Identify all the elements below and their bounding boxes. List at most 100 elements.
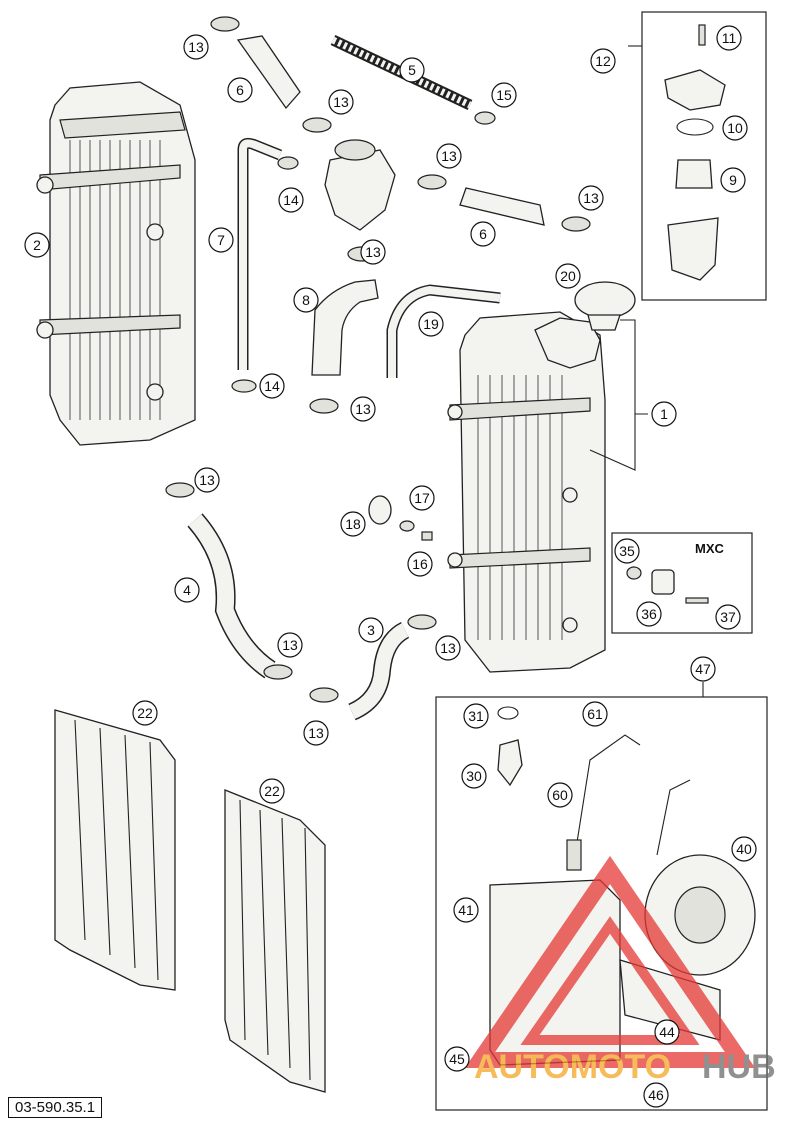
callout-19: 19 (418, 311, 444, 337)
radiator-left (36, 81, 196, 446)
watermark-text-1: AUTOMOTO (474, 1048, 671, 1086)
callout-8: 8 (293, 287, 319, 313)
callout-4: 4 (174, 577, 200, 603)
svg-text:1: 1 (660, 406, 668, 422)
callout-36: 36 (636, 601, 662, 627)
callout-13b: 13 (328, 89, 354, 115)
callout-13d: 13 (578, 185, 604, 211)
svg-text:37: 37 (720, 609, 736, 625)
radiator-right (447, 311, 606, 673)
svg-text:5: 5 (408, 62, 416, 78)
svg-text:60: 60 (552, 787, 568, 803)
callout-31: 31 (463, 703, 489, 729)
svg-text:44: 44 (659, 1024, 675, 1040)
svg-text:13: 13 (583, 190, 599, 206)
callout-13a: 13 (183, 34, 209, 60)
radiator-cap (574, 281, 636, 331)
watermark-text-2: HUB (702, 1048, 776, 1086)
callout-13i: 13 (435, 635, 461, 661)
svg-text:13: 13 (355, 401, 371, 417)
svg-text:13: 13 (441, 148, 457, 164)
callout-13j: 13 (303, 720, 329, 746)
svg-text:30: 30 (466, 768, 482, 784)
mxc-parts: MXC (611, 532, 753, 634)
svg-text:13: 13 (308, 725, 324, 741)
svg-text:46: 46 (648, 1087, 664, 1103)
svg-text:22: 22 (137, 705, 153, 721)
callout-16: 16 (407, 551, 433, 577)
mounting-grommets (368, 495, 433, 541)
callout-1: 1 (651, 401, 677, 427)
svg-text:16: 16 (412, 556, 428, 572)
svg-text:7: 7 (217, 232, 225, 248)
svg-text:8: 8 (302, 292, 310, 308)
callout-2: 2 (24, 232, 50, 258)
callout-60: 60 (547, 782, 573, 808)
callout-37: 37 (715, 604, 741, 630)
svg-text:13: 13 (188, 39, 204, 55)
water-pump-housing (324, 139, 396, 231)
callout-44: 44 (654, 1019, 680, 1045)
callout-11: 11 (716, 25, 742, 51)
mxc-label: MXC (695, 541, 725, 556)
svg-text:12: 12 (595, 53, 611, 69)
callout-12: 12 (590, 48, 616, 74)
svg-text:13: 13 (333, 94, 349, 110)
svg-text:47: 47 (695, 661, 711, 677)
svg-text:20: 20 (560, 268, 576, 284)
fan-kit-box (435, 696, 768, 1111)
thermostat-group (664, 24, 726, 281)
svg-text:10: 10 (727, 120, 743, 136)
callout-13c: 13 (436, 143, 462, 169)
drawing-code: 03-590.35.1 (8, 1097, 103, 1118)
callout-20: 20 (555, 263, 581, 289)
callout-46: 46 (643, 1082, 669, 1108)
svg-text:61: 61 (587, 706, 603, 722)
callout-5: 5 (399, 57, 425, 83)
svg-text:6: 6 (479, 226, 487, 242)
svg-text:4: 4 (183, 582, 191, 598)
svg-text:45: 45 (449, 1051, 465, 1067)
svg-text:22: 22 (264, 783, 280, 799)
callout-9: 9 (720, 167, 746, 193)
callout-6a: 6 (227, 77, 253, 103)
svg-text:2: 2 (33, 237, 41, 253)
svg-text:9: 9 (729, 172, 737, 188)
callout-13h: 13 (277, 632, 303, 658)
callout-13g: 13 (194, 467, 220, 493)
callout-40: 40 (731, 836, 757, 862)
callout-22a: 22 (132, 700, 158, 726)
svg-text:14: 14 (283, 192, 299, 208)
thermostat-box (641, 11, 767, 301)
callout-14b: 14 (259, 373, 285, 399)
svg-text:6: 6 (236, 82, 244, 98)
callout-15: 15 (491, 82, 517, 108)
svg-text:13: 13 (440, 640, 456, 656)
svg-text:31: 31 (468, 708, 484, 724)
callout-35: 35 (614, 538, 640, 564)
hose-clamps (165, 16, 591, 703)
callout-22b: 22 (259, 778, 285, 804)
svg-text:13: 13 (282, 637, 298, 653)
callout-13f: 13 (350, 396, 376, 422)
hoses (187, 35, 545, 721)
svg-text:35: 35 (619, 543, 635, 559)
callout-14a: 14 (278, 187, 304, 213)
callout-17: 17 (409, 485, 435, 511)
svg-text:11: 11 (722, 30, 737, 46)
svg-text:40: 40 (736, 841, 752, 857)
callout-7: 7 (208, 227, 234, 253)
part-callouts: 1 2 3 4 5 6 6 7 8 9 10 11 12 13 13 13 13… (0, 0, 757, 1108)
svg-text:13: 13 (365, 244, 381, 260)
svg-text:18: 18 (345, 516, 361, 532)
svg-text:15: 15 (496, 87, 512, 103)
callout-45: 45 (444, 1046, 470, 1072)
svg-text:41: 41 (458, 902, 474, 918)
radiator-guards (54, 709, 326, 1093)
callout-13k: 13 (0, 0, 8, 8)
svg-text:19: 19 (423, 316, 439, 332)
callout-6b: 6 (470, 221, 496, 247)
svg-text:17: 17 (414, 490, 430, 506)
callout-10: 10 (722, 115, 748, 141)
